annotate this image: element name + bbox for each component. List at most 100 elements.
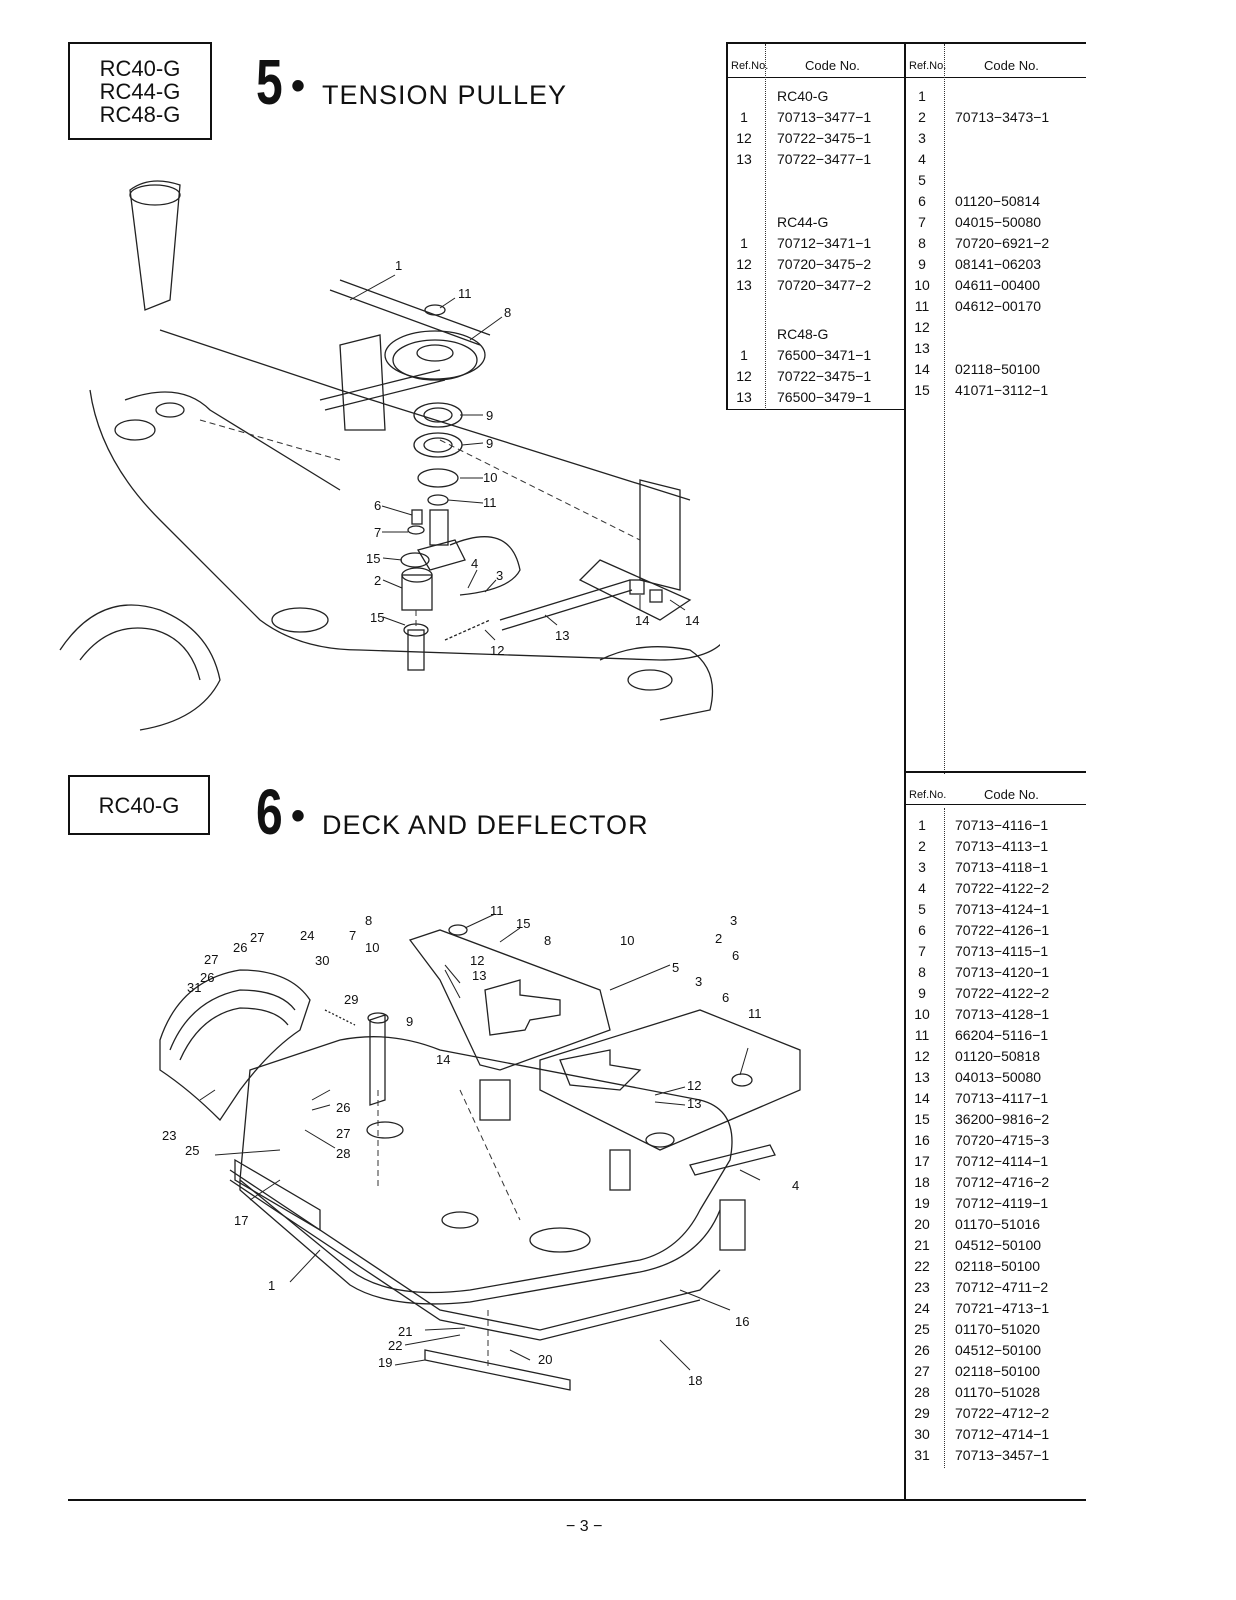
code-number: 04512−50100 bbox=[955, 1342, 1042, 1358]
ref-number: 5 bbox=[918, 172, 926, 188]
table-dotted-divider bbox=[944, 808, 945, 1468]
ref-number: 23 bbox=[914, 1279, 930, 1295]
ref-number: 18 bbox=[914, 1174, 930, 1190]
ref-number: 15 bbox=[914, 1111, 930, 1127]
code-number: 04015−50080 bbox=[955, 214, 1042, 230]
table-left-bottom bbox=[726, 409, 906, 410]
section6-title: DECK AND DEFLECTOR bbox=[322, 810, 649, 840]
ref-number: 6 bbox=[918, 193, 926, 209]
code-number: 41071−3112−1 bbox=[955, 382, 1049, 398]
callout: 11 bbox=[458, 286, 472, 301]
callout: 3 bbox=[695, 974, 702, 989]
ref-number: 14 bbox=[914, 361, 930, 377]
ref-number: 4 bbox=[918, 880, 926, 896]
code-number: 04612−00170 bbox=[955, 298, 1042, 314]
code-number: 70713−4117−1 bbox=[955, 1090, 1049, 1106]
callout: 3 bbox=[730, 913, 737, 928]
ref-number: 1 bbox=[918, 88, 926, 104]
code-number: 70712−4711−2 bbox=[955, 1279, 1049, 1295]
code-number: 36200−9816−2 bbox=[955, 1111, 1050, 1127]
model-label: RC40-G bbox=[99, 55, 181, 81]
callout: 6 bbox=[732, 948, 739, 963]
code-number: 04013−50080 bbox=[955, 1069, 1042, 1085]
callout: 8 bbox=[365, 913, 372, 928]
callout: 15 bbox=[366, 551, 380, 566]
table-dotted-divider bbox=[944, 44, 945, 774]
ref-number: 5 bbox=[918, 901, 926, 917]
table-left-border bbox=[726, 42, 728, 410]
model-label: RC48-G bbox=[99, 101, 181, 127]
callout: 7 bbox=[349, 928, 356, 943]
callout: 1 bbox=[268, 1278, 275, 1293]
callout: 16 bbox=[735, 1314, 749, 1329]
callout: 23 bbox=[162, 1128, 176, 1143]
callout: 4 bbox=[792, 1178, 799, 1193]
callout: 11 bbox=[483, 495, 497, 510]
ref-number: 26 bbox=[914, 1342, 930, 1358]
code-number: 70713−4113−1 bbox=[955, 838, 1049, 854]
callout: 27 bbox=[336, 1126, 350, 1141]
table-dotted-divider bbox=[765, 44, 766, 410]
code-number: 01170−51020 bbox=[955, 1321, 1040, 1337]
callout: 14 bbox=[436, 1052, 450, 1067]
ref-number: 11 bbox=[914, 1027, 930, 1043]
section5-dot: • bbox=[291, 64, 306, 108]
page-number: − 3 − bbox=[566, 1518, 603, 1535]
ref-number: 17 bbox=[914, 1153, 930, 1169]
callout: 22 bbox=[388, 1338, 402, 1353]
callout: 14 bbox=[635, 613, 649, 628]
callout: 31 bbox=[187, 980, 201, 995]
header-rule bbox=[904, 804, 1086, 805]
code-number: 66204−5116−1 bbox=[955, 1027, 1049, 1043]
code-number: 04611−00400 bbox=[955, 277, 1040, 293]
section5-models-box: RC40-G RC44-G RC48-G bbox=[68, 42, 212, 140]
section6-dot: • bbox=[291, 794, 306, 838]
ref-number: 13 bbox=[914, 340, 930, 356]
section5-title: TENSION PULLEY bbox=[322, 80, 568, 110]
ref-number: 12 bbox=[914, 1048, 930, 1064]
section6-number: 6 bbox=[256, 776, 283, 848]
code-number: 70722−4712−2 bbox=[955, 1405, 1050, 1421]
callout: 7 bbox=[374, 525, 381, 540]
code-number: 01120−50818 bbox=[955, 1048, 1040, 1064]
callout: 30 bbox=[315, 953, 329, 968]
ref-number: 7 bbox=[918, 214, 926, 230]
callout: 10 bbox=[620, 933, 634, 948]
callout: 8 bbox=[544, 933, 551, 948]
ref-number: 20 bbox=[914, 1216, 930, 1232]
code-number: 70722−4122−2 bbox=[955, 880, 1050, 896]
table-header-code: Code No. bbox=[984, 787, 1039, 802]
code-number: 70722−4126−1 bbox=[955, 922, 1050, 938]
callout: 9 bbox=[486, 408, 493, 423]
callout: 5 bbox=[672, 960, 679, 975]
code-number: 70712−4716−2 bbox=[955, 1174, 1050, 1190]
table-header-code: Code No. bbox=[984, 58, 1039, 73]
section5-number: 5 bbox=[256, 46, 283, 118]
ref-number: 10 bbox=[914, 1006, 930, 1022]
table-header-ref: Ref.No. bbox=[909, 60, 947, 72]
callout: 2 bbox=[715, 931, 722, 946]
ref-number: 8 bbox=[918, 964, 926, 980]
code-number: 70713−4120−1 bbox=[955, 964, 1050, 980]
callout: 24 bbox=[300, 928, 314, 943]
callout: 17 bbox=[234, 1213, 248, 1228]
callout: 29 bbox=[344, 992, 358, 1007]
ref-number: 3 bbox=[918, 859, 926, 875]
callout: 13 bbox=[687, 1096, 701, 1111]
ref-number: 1 bbox=[918, 817, 926, 833]
ref-number: 30 bbox=[914, 1426, 930, 1442]
code-number: 70712−4119−1 bbox=[955, 1195, 1049, 1211]
ref-number: 29 bbox=[914, 1405, 930, 1421]
model-label: RC40-G bbox=[98, 792, 180, 818]
callout: 4 bbox=[471, 556, 478, 571]
code-number: 70720−6921−2 bbox=[955, 235, 1050, 251]
ref-number: 24 bbox=[914, 1300, 930, 1316]
callout: 25 bbox=[185, 1143, 199, 1158]
callout: 28 bbox=[336, 1146, 350, 1161]
callout: 14 bbox=[685, 613, 699, 628]
callout: 26 bbox=[336, 1100, 350, 1115]
callout: 21 bbox=[398, 1324, 412, 1339]
callout: 6 bbox=[374, 498, 381, 513]
table-header-code: Code No. bbox=[805, 58, 860, 73]
ref-number: 14 bbox=[914, 1090, 930, 1106]
